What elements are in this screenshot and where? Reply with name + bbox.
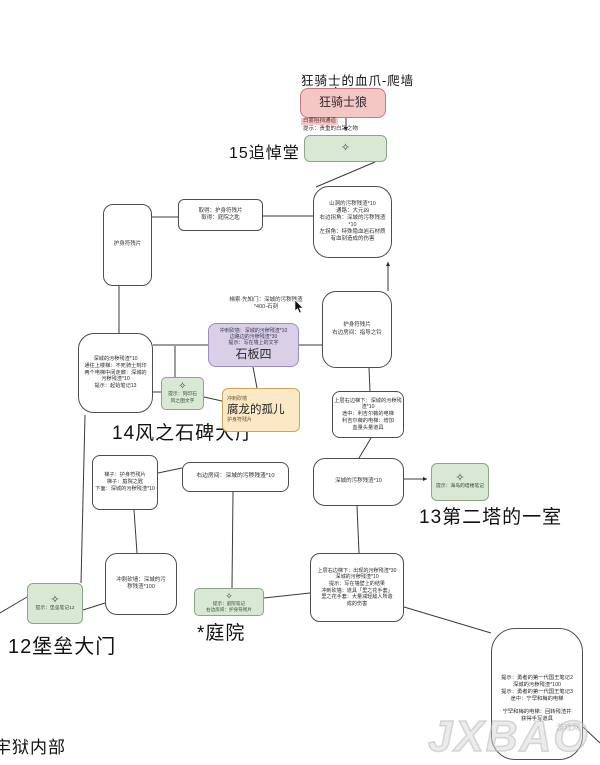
site-watermark: JXBAO [427, 711, 590, 762]
above-slab-text: 梯索·先知门：深城的污秽残渣 *400-石刻 [229, 297, 303, 311]
checkpoint-hall15-node[interactable]: ✧ [304, 135, 387, 162]
checkpoint-icon: ✧ [340, 142, 351, 154]
room13-label: 13第二塔的一室 [419, 507, 563, 528]
ladder-text: 梯子：护身符残片 梯子：庭院之匙 下面：深城的污秽残渣*10 [95, 472, 155, 492]
cave-node[interactable]: 山洞的污秽残渣*10 通路：大元凶 右边拐角：深城的污秽残渣 *10 左拐角：特… [313, 186, 392, 258]
cave-text: 山洞的污秽残渣*10 通路：大元凶 右边拐角：深城的污秽残渣 *10 左拐角：特… [319, 200, 386, 243]
boss-node[interactable]: 狂骑士狼 [300, 88, 386, 118]
orphan-top-tip: 冲刺砍墙 [227, 396, 248, 403]
remnant-text: 深城的污秽残渣*10 [335, 478, 382, 485]
right-room-node[interactable]: 右边房间：深城的污秽残渣*10 [182, 462, 289, 492]
slab-four-node[interactable]: 冲刺砍墙：深城的污秽残渣*10 边路边的污秽残渣*30 提示：写在墙上的文字 石… [208, 323, 299, 367]
gate-tip: 提示：堡垒笔记12 [35, 605, 75, 611]
boss-tag: 白雾阻挡通道 [301, 118, 339, 126]
courtyard-label: *庭院 [197, 623, 246, 644]
checkpoint-icon: ✧ [225, 590, 233, 601]
site-watermark-small: 游戏网 [556, 723, 580, 732]
stairs-node[interactable]: 上层右边梯下：深城的污秽残 渣*10 途中：利吉尔薇的电梯 利吉尔薇的电梯：增加… [332, 391, 404, 438]
ladder-node[interactable]: 梯子：护身符残片 梯子：庭院之匙 下面：深城的污秽残渣*10 [92, 455, 158, 510]
checkpoint-icon: ✧ [50, 593, 60, 606]
mouse-cursor-icon [294, 299, 305, 319]
stairs-text: 上层右边梯下：深城的污秽残 渣*10 途中：利吉尔薇的电梯 利吉尔薇的电梯：增加… [334, 397, 402, 431]
above-slab-note: 梯索·先知门：深城的污秽残渣 *400-石刻 [204, 297, 328, 312]
remnant-node[interactable]: 深城的污秽残渣*10 [313, 458, 404, 506]
checkpoint-hall14-node[interactable]: ✧ 提示：刻印石 风之图文字 [161, 377, 204, 410]
checkpoint-courtyard-node[interactable]: ✧ 提示：庭院笔记 右边房间：护身符残片 [194, 588, 264, 616]
checkpoint-icon: ✧ [178, 381, 187, 393]
hall-loot-node[interactable]: 深城的污秽残渣*10 通往上楼梯：不死骑士刻印 两个电梯中间走廊：深城的 污秽残… [78, 333, 153, 413]
boss-tip: 提示：贵重的白呆之物 [303, 126, 359, 132]
orphan-node[interactable]: 冲刺砍墙 腐龙的孤儿 护身符残片 [222, 388, 300, 432]
dash-wall-text: 冲刺砍墙：深城的污 秽残渣*100 [116, 576, 166, 590]
boss-title: 狂骑士狼 [318, 95, 367, 110]
checkpoint-gate-node[interactable]: ✧ 提示：堡垒笔记12 [27, 583, 83, 624]
pickup-text: 取得：护身符残片 取得：庭院之匙 [198, 207, 243, 221]
upper-stairs-text: 上层右边梯下：出现的污秽残渣*30 深城的污秽残渣*10 提示：写在墙壁上的结果… [317, 567, 397, 607]
right-room-text: 右边房间：深城的污秽残渣*10 [196, 473, 275, 480]
gate12-label: 12堡垒大门 [8, 636, 117, 658]
checkpoint-icon: ✧ [455, 472, 465, 485]
slab-four-title: 石板四 [235, 346, 272, 361]
dash-wall-node[interactable]: 冲刺砍墙：深城的污 秽残渣*100 [105, 553, 177, 615]
upper-stairs-node[interactable]: 上层右边梯下：出现的污秽残渣*30 深城的污秽残渣*10 提示：写在墙壁上的结果… [310, 553, 404, 622]
hall14-label: 14风之石碑大厅 [112, 423, 256, 444]
prison-label: 牢狱内部 [0, 738, 66, 757]
pickup-node[interactable]: 取得：护身符残片 取得：庭院之匙 [178, 199, 263, 231]
talisman-node[interactable]: 护身符残片 [103, 204, 152, 286]
tower-tip: 提示：海岛的塔楼笔记 [436, 484, 484, 490]
hall14-tip: 提示：刻印石 风之图文字 [168, 392, 197, 404]
hall-loot-text: 深城的污秽残渣*10 通往上楼梯：不死骑士刻印 两个电梯中间走廊：深城的 污秽残… [84, 356, 147, 390]
room-guide-text: 护身符残片 右边房间：指导之铃 [332, 322, 382, 336]
slab-four-tip: 冲刺砍墙：深城的污秽残渣*10 边路边的污秽残渣*30 提示：写在墙上的文字 [219, 327, 288, 347]
courtyard-tip: 提示：庭院笔记 右边房间：护身符残片 [206, 600, 252, 612]
boss-note-label: 狂骑士的血爪-爬墙 [301, 74, 415, 88]
room-guide-node[interactable]: 护身符残片 右边房间：指导之铃 [322, 291, 392, 368]
king-notes-node[interactable]: 提示：勇者的第一代国王笔记2 深城的污秽残渣*100 提示：勇者的第一代国王笔记… [491, 628, 583, 760]
talisman-text: 护身符残片 [113, 241, 142, 248]
orphan-title: 腐龙的孤儿 [227, 403, 285, 416]
orphan-bottom-tip: 护身符残片 [227, 417, 253, 424]
king-notes-text: 提示：勇者的第一代国王笔记2 深城的污秽残渣*100 提示：勇者的第一代国王笔记… [501, 675, 573, 723]
checkpoint-tower-node[interactable]: ✧ 提示：海岛的塔楼笔记 [431, 463, 489, 501]
hall15-label: 15追悼堂 [229, 145, 300, 162]
